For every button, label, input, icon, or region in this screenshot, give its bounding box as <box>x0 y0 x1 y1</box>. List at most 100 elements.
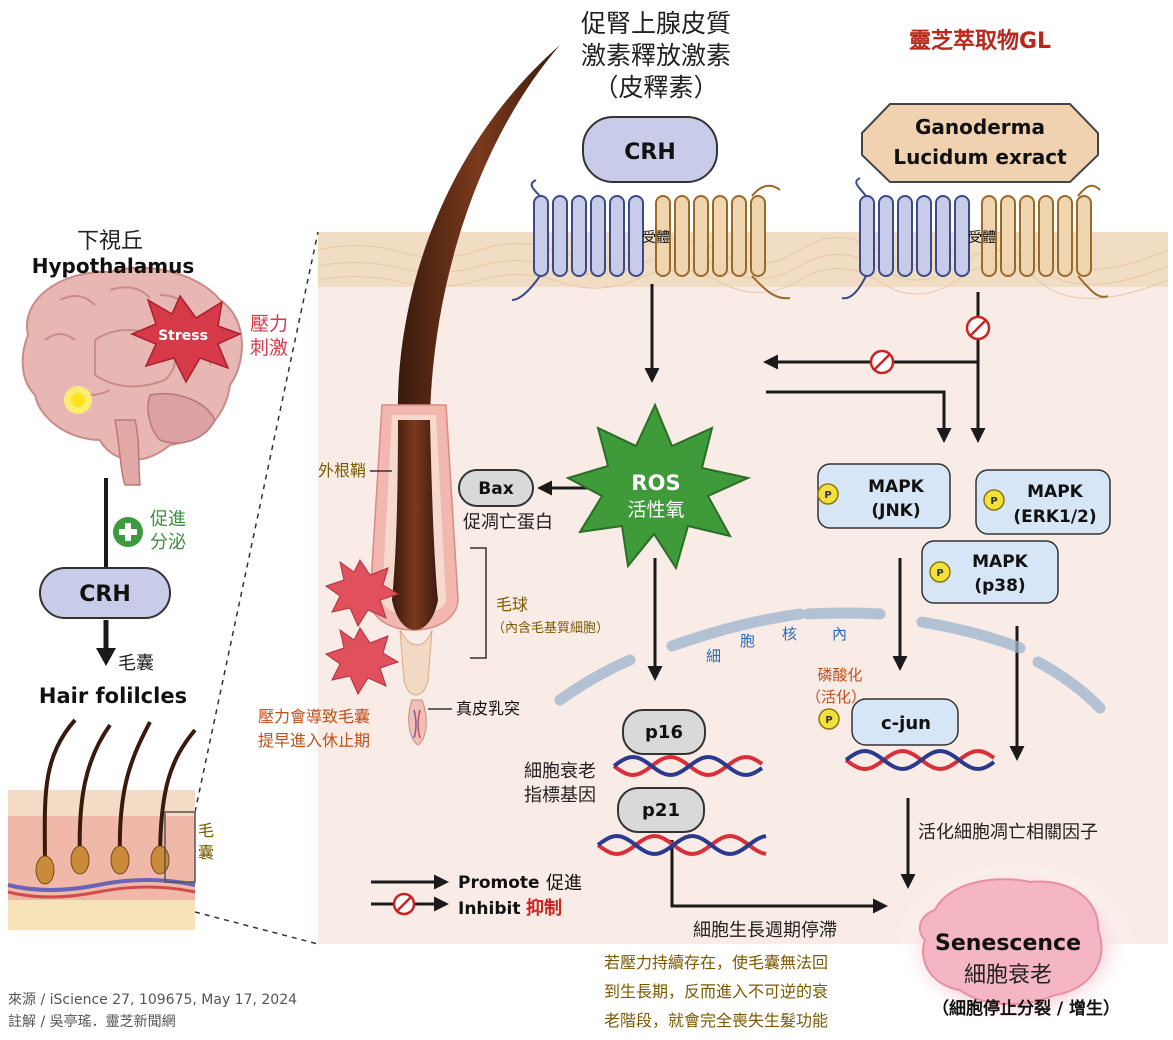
receptor-helix <box>1057 195 1073 277</box>
ros-zh: 活性氧 <box>627 499 684 521</box>
bax-box <box>458 469 534 507</box>
senescence-cell <box>897 863 1133 1027</box>
dna-strand <box>612 755 764 778</box>
hypothalamus-en: Hypothalamus <box>32 254 194 278</box>
phosphorylation-2: （活化） <box>806 688 866 706</box>
receptor-helix <box>981 195 997 277</box>
dna-strand <box>844 749 996 772</box>
legend: Promote 促進 Inhibit 抑制 <box>371 873 582 919</box>
bax-label: Bax <box>478 479 513 499</box>
bax-zh: 促凋亡蛋白 <box>463 512 553 533</box>
crh-title-1: 促腎上腺皮質 <box>581 9 731 38</box>
crh-left-box <box>39 567 171 619</box>
promote-secretion-1: 促進 <box>150 509 186 530</box>
svg-text:抑制: 抑制 <box>526 898 562 919</box>
mapk-jnk: MAPK (JNK) <box>817 463 951 529</box>
stress-rest-1: 壓力會導致毛囊 <box>258 707 370 726</box>
svg-text:促進: 促進 <box>546 873 582 894</box>
crh-title-2: 激素釋放激素 <box>581 41 731 70</box>
receptor-helix <box>552 195 568 277</box>
receptor-tail <box>751 184 781 197</box>
senescence-zh: 細胞衰老 <box>964 963 1052 988</box>
receptor-group <box>511 177 1109 301</box>
senescence-en: Senescence <box>935 931 1081 956</box>
receptor-helix <box>731 195 747 277</box>
svg-text:P: P <box>825 715 832 726</box>
p16-label: p16 <box>645 722 683 743</box>
dna-strand <box>596 833 767 856</box>
svg-text:Promote: Promote <box>458 873 540 893</box>
receptor-helix <box>1000 195 1016 277</box>
svg-text:核: 核 <box>782 625 797 643</box>
svg-text:P: P <box>990 496 997 507</box>
cell-cycle-arrest: 細胞生長週期停滯 <box>693 920 837 941</box>
dna-helices <box>596 748 996 857</box>
stress-star: Stress <box>130 294 242 384</box>
svg-text:MAPK: MAPK <box>868 477 925 497</box>
receptor-helix <box>750 195 766 277</box>
receptor-label-left: 受體 <box>642 230 670 246</box>
source-line-1: 來源 / iScience 27, 109675, May 17, 2024 <box>8 992 297 1008</box>
cjun-box <box>851 698 959 746</box>
follicle-zoom-box <box>164 811 196 883</box>
p16-box <box>622 709 706 755</box>
follicle-en: Hair folilcles <box>39 684 187 708</box>
crh-left-label: CRH <box>79 582 131 607</box>
ganoderma-line1: Ganoderma <box>915 115 1045 139</box>
hair-bulb-bracket <box>470 547 487 659</box>
receptor-helix <box>1076 195 1092 277</box>
receptor-helix <box>712 195 728 277</box>
svg-text:胞: 胞 <box>740 632 755 650</box>
apoptosis-factors: 活化細胞凋亡相關因子 <box>918 822 1098 843</box>
receptor-tail <box>1077 184 1101 197</box>
stress-label: Stress <box>158 328 208 344</box>
cjun-label: c-jun <box>881 713 931 734</box>
receptor-helix <box>954 195 970 277</box>
svg-text:(ERK1/2): (ERK1/2) <box>1013 507 1096 527</box>
receptor-helix <box>590 195 606 277</box>
receptor-helix <box>628 195 644 277</box>
crh-box <box>582 116 718 183</box>
nuclear-membrane <box>554 607 1106 714</box>
stress-zh-2: 刺激 <box>250 337 288 359</box>
gl-title: 靈芝萃取物GL <box>909 28 1051 54</box>
dermal-papilla-label: 真皮乳突 <box>456 699 520 718</box>
receptor-helix <box>897 195 913 277</box>
receptor-helix <box>655 195 671 277</box>
receptor-tail <box>751 275 791 300</box>
dna-strand <box>596 834 767 857</box>
brain-illustration <box>21 266 243 486</box>
ganoderma-box <box>861 103 1099 183</box>
phospho-icons: P P P P <box>817 483 1005 730</box>
inhibit-icon <box>869 349 895 375</box>
receptor-helix <box>878 195 894 277</box>
footnote-1: 若壓力持續存在，使毛囊無法回 <box>604 953 828 972</box>
skin-illustration <box>7 718 197 930</box>
footnote-2: 到生長期，反而進入不可逆的衰 <box>604 982 828 1001</box>
stress-zh-1: 壓力 <box>250 313 288 335</box>
svg-text:MAPK: MAPK <box>1027 482 1084 502</box>
receptor-helix <box>609 195 625 277</box>
mapk-erk: MAPK (ERK1/2) <box>975 469 1111 535</box>
zoom-lines <box>194 231 319 945</box>
follicle-side-label-2: 囊 <box>198 843 214 862</box>
receptor-helix <box>571 195 587 277</box>
ros-en: ROS <box>631 471 680 495</box>
hair-bulb-label: 毛球 <box>496 595 528 614</box>
svg-text:MAPK: MAPK <box>972 552 1029 572</box>
svg-text:(p38): (p38) <box>974 576 1025 596</box>
follicle-zh: 毛囊 <box>118 653 154 674</box>
hair-shaft <box>369 45 560 746</box>
plus-icon <box>113 517 143 547</box>
footnote-3: 老階段，就會完全喪失生髮功能 <box>604 1011 828 1030</box>
follicle-side-label: 毛 <box>198 821 214 840</box>
senescence-markers-2: 指標基因 <box>524 785 596 806</box>
receptor-helix <box>674 195 690 277</box>
receptor-label-right: 受體 <box>968 230 996 246</box>
receptor-helix <box>1038 195 1054 277</box>
receptor-helix <box>859 195 875 277</box>
svg-text:細: 細 <box>706 647 721 665</box>
outer-root-sheath-label: 外根鞘 <box>318 461 366 480</box>
receptor-tail <box>511 275 541 301</box>
svg-text:P: P <box>824 490 831 501</box>
